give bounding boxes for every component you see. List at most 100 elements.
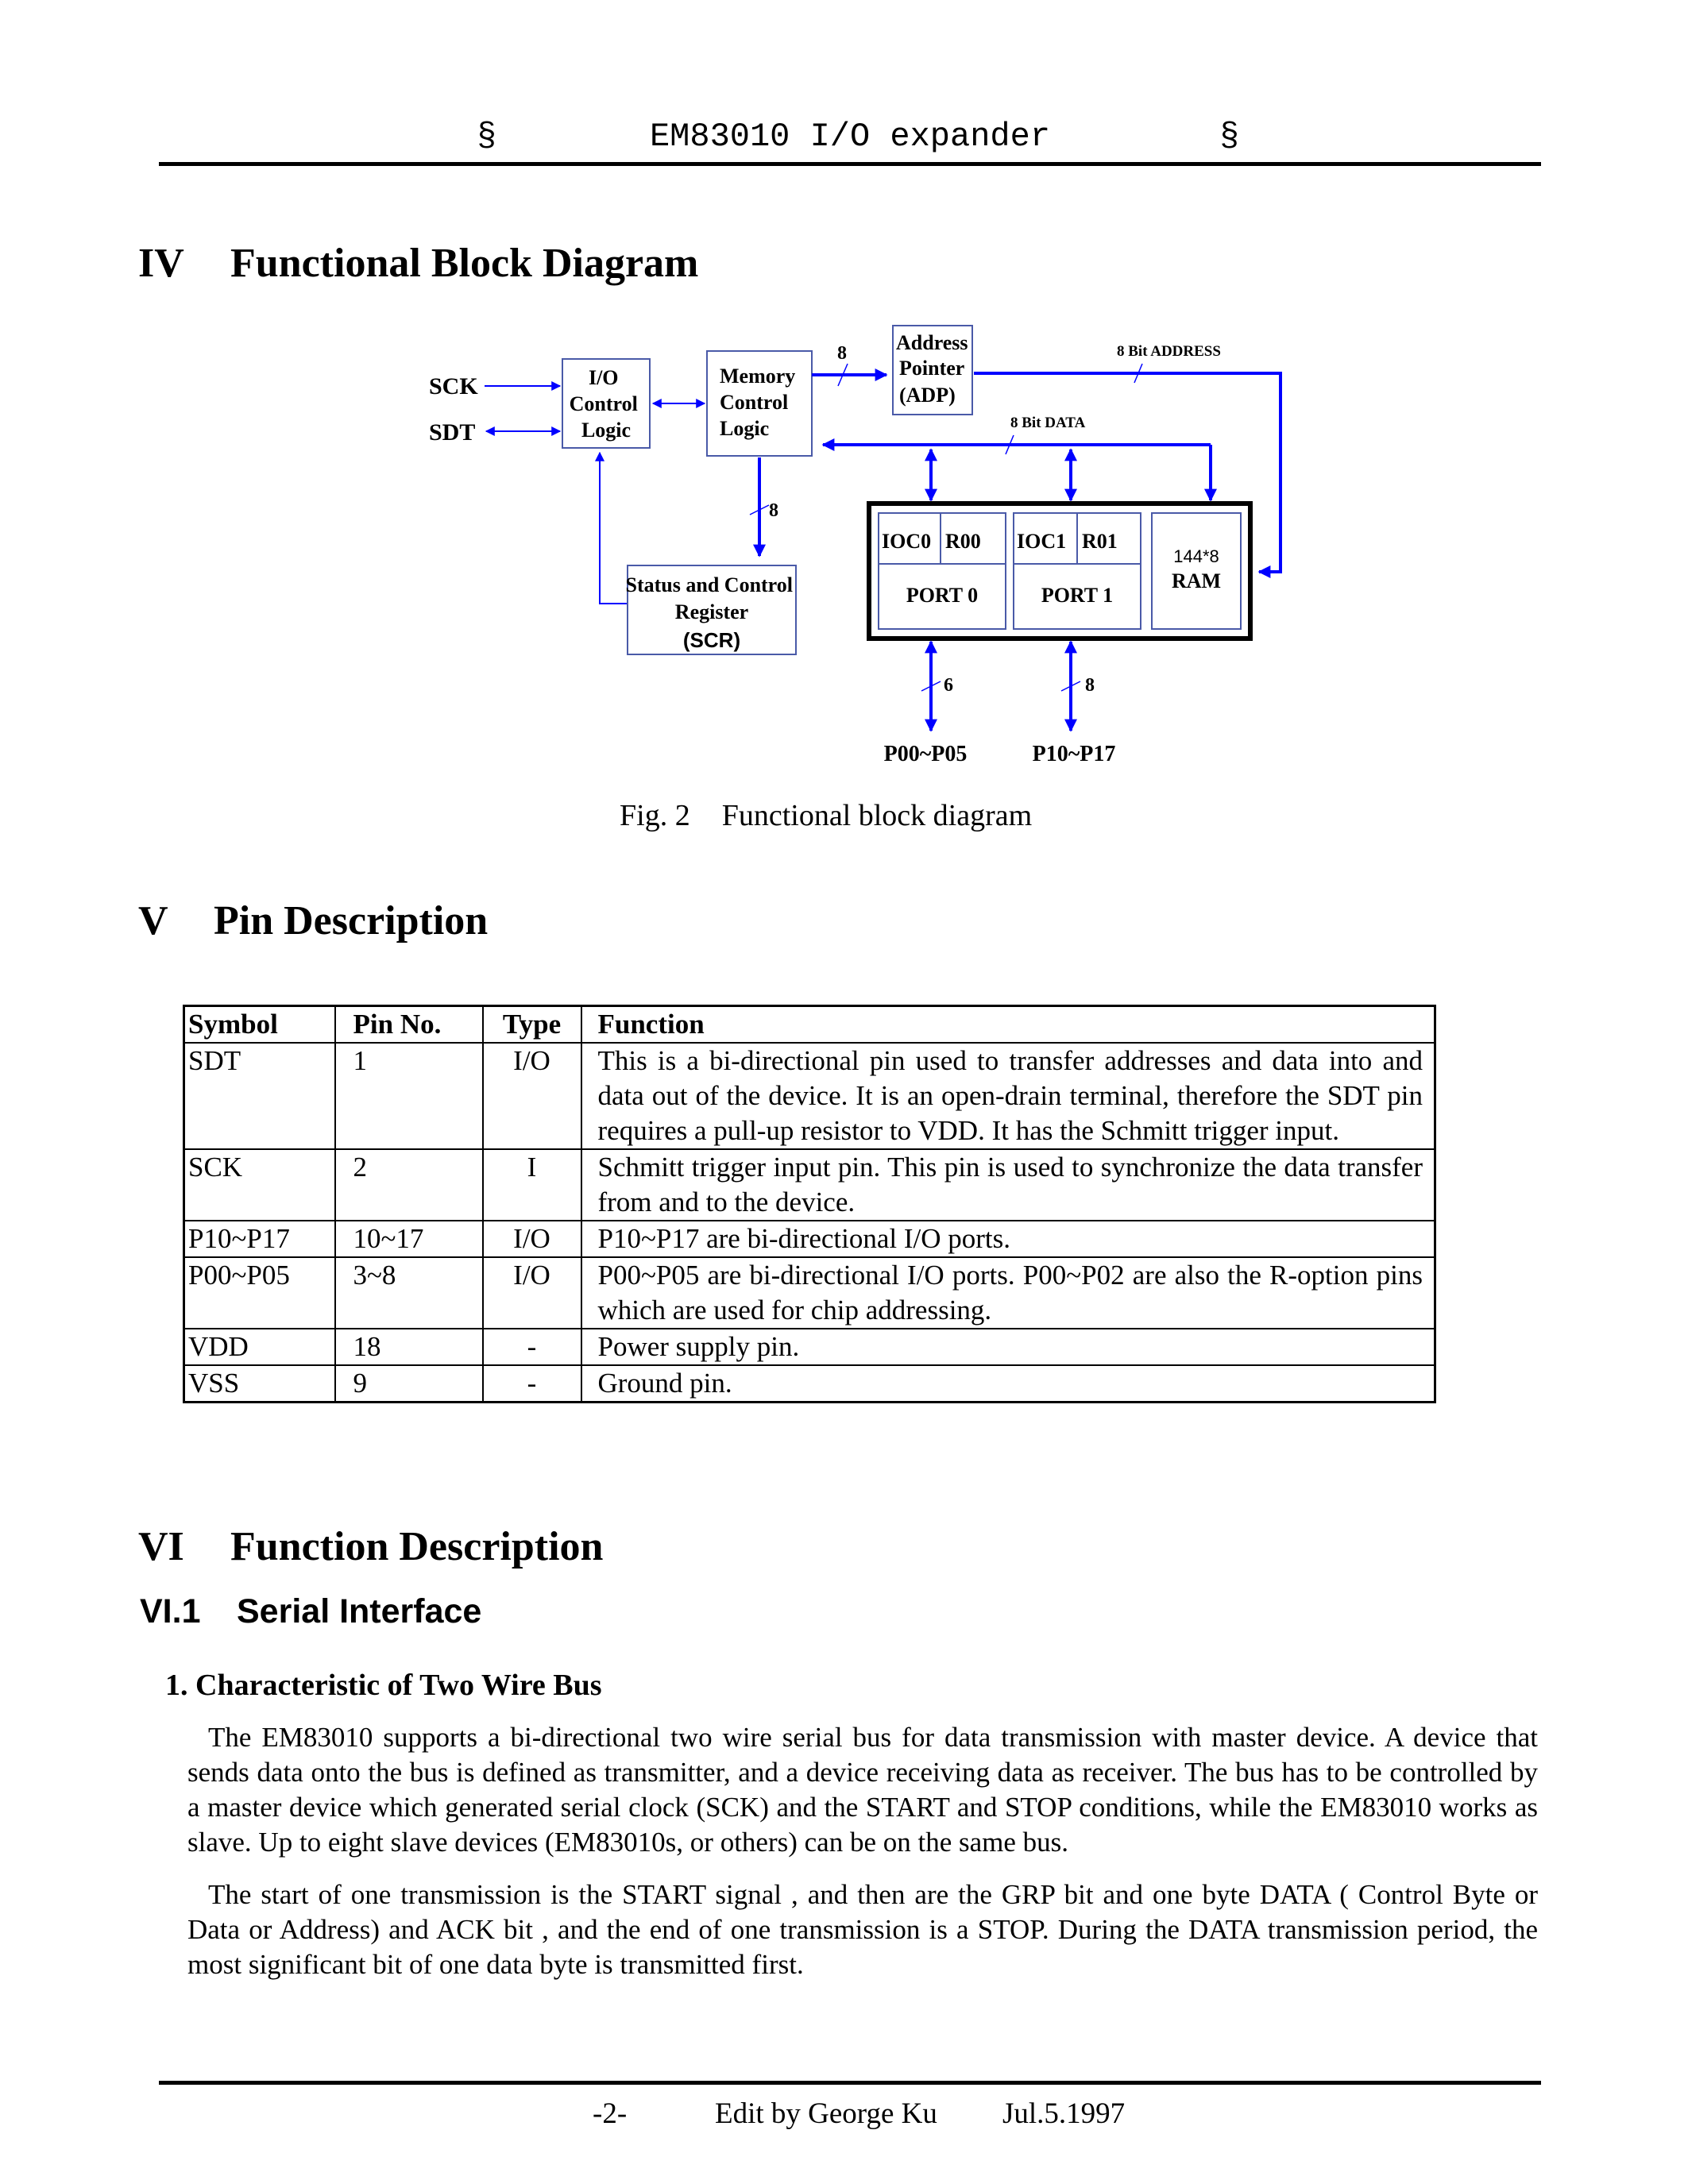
- chip-outline: [867, 501, 1253, 641]
- bus-slash: [749, 504, 770, 515]
- sdt-label: SDT: [429, 419, 475, 446]
- header-symbol-right: §: [1219, 118, 1240, 156]
- cell-symbol: P10~P17: [183, 1220, 336, 1258]
- cell-type: I: [481, 1148, 582, 1221]
- ioc0-label: IOC0: [882, 530, 931, 553]
- subsection-number: VI.1: [140, 1592, 201, 1630]
- footer-editor: Edit by George Ku: [715, 2097, 937, 2130]
- scr-line2: Register: [675, 600, 748, 623]
- cell-pin: 3~8: [334, 1256, 484, 1329]
- subsection-title: Serial Interface: [237, 1592, 482, 1630]
- cell-type: -: [481, 1328, 582, 1366]
- cell-pin: 18: [334, 1328, 484, 1366]
- header-rule: [159, 162, 1541, 166]
- table-row: SDT 1 I/O This is a bi-directional pin u…: [183, 1042, 1436, 1150]
- cell-function: Ground pin.: [580, 1364, 1436, 1403]
- bus-slash: [1005, 434, 1014, 455]
- section-title: Functional Block Diagram: [230, 241, 699, 286]
- address-bus-line: [974, 372, 1282, 578]
- header-type: Type: [481, 1005, 582, 1044]
- scr-feedback-line: [595, 451, 628, 604]
- scr-line3: (SCR): [683, 628, 740, 652]
- cell-symbol: P00~P05: [183, 1256, 336, 1329]
- paragraph: The EM83010 supports a bi-directional tw…: [187, 1722, 1538, 1858]
- mem-logic-line2: Control: [720, 391, 788, 414]
- adp-line3: (ADP): [899, 384, 956, 407]
- cell-pin: 2: [334, 1148, 484, 1221]
- bus-slash: [837, 363, 848, 387]
- p0-pins-label: P00~P05: [884, 742, 968, 766]
- bus-slash: [1134, 363, 1143, 384]
- cell-function: This is a bi-directional pin used to tra…: [580, 1042, 1436, 1150]
- bus-slash: [1060, 681, 1081, 692]
- scr-line1: Status and Control: [626, 573, 793, 596]
- bus-slash: [921, 681, 941, 692]
- header-function: Function: [580, 1005, 1436, 1044]
- table-row: VSS 9 - Ground pin.: [183, 1364, 1436, 1403]
- bus-width-port0: 6: [944, 675, 953, 696]
- section-number: IV: [138, 241, 184, 286]
- cell-pin: 10~17: [334, 1220, 484, 1258]
- port1-label: PORT 1: [1041, 584, 1113, 607]
- memory-control-logic-box: [706, 350, 813, 457]
- svg-text:Status and Control Registe: Status and Control Register: [626, 573, 798, 623]
- cell-function: P00~P05 are bi-directional I/O ports. P0…: [580, 1256, 1436, 1329]
- ram-size-label: 144*8: [1173, 546, 1219, 566]
- section-heading-iv: IV Functional Block Diagram: [138, 240, 698, 287]
- adp-line1: Address: [896, 331, 968, 354]
- port0-label: PORT 0: [906, 584, 978, 607]
- cell-function: P10~P17 are bi-directional I/O ports.: [580, 1220, 1436, 1258]
- status-control-register-box: [627, 565, 797, 655]
- figure-label: Fig. 2: [620, 799, 690, 832]
- section-heading-vi: VI Function Description: [138, 1523, 603, 1570]
- page-header: § EM83010 I/O expander §: [159, 111, 1541, 167]
- table-header-row: Symbol Pin No. Type Function: [183, 1005, 1436, 1044]
- address-pointer-box: [892, 325, 973, 415]
- footer-rule: [159, 2081, 1541, 2085]
- data-bus-label: 8 Bit DATA: [1010, 415, 1086, 431]
- cell-symbol: VSS: [183, 1364, 336, 1403]
- sck-label: SCK: [429, 373, 478, 399]
- subsection-heading-vi-1: VI.1 Serial Interface: [140, 1592, 481, 1631]
- header-title: EM83010 I/O expander: [649, 118, 1051, 156]
- r01-label: R01: [1082, 530, 1118, 553]
- bus-width-scr: 8: [769, 500, 778, 521]
- ioc1-label: IOC1: [1017, 530, 1066, 553]
- ram-block: [1151, 512, 1242, 630]
- bus-width-adp: 8: [837, 343, 847, 364]
- svg-text:Memory Control Logic: Memory Control Logic: [720, 365, 801, 440]
- section-heading-v: V Pin Description: [138, 897, 488, 944]
- header-pin-no: Pin No.: [334, 1005, 484, 1044]
- ram-label: RAM: [1172, 569, 1221, 592]
- io-control-logic-box: [562, 358, 651, 449]
- cell-pin: 9: [334, 1364, 484, 1403]
- section-number: V: [138, 898, 168, 943]
- section-title: Pin Description: [214, 898, 489, 943]
- header-symbol: Symbol: [183, 1005, 336, 1044]
- table-row: VDD 18 - Power supply pin.: [183, 1328, 1436, 1366]
- cell-symbol: VDD: [183, 1328, 336, 1366]
- port0-block: [878, 512, 1006, 630]
- table-row: P00~P05 3~8 I/O P00~P05 are bi-direction…: [183, 1256, 1436, 1329]
- paragraph: The start of one transmission is the STA…: [187, 1879, 1538, 1980]
- section-title: Function Description: [230, 1524, 604, 1569]
- cell-function: Schmitt trigger input pin. This pin is u…: [580, 1148, 1436, 1221]
- p1-pins-label: P10~P17: [1033, 742, 1116, 766]
- cell-type: -: [481, 1364, 582, 1403]
- cell-pin: 1: [334, 1042, 484, 1150]
- section-number: VI: [138, 1524, 184, 1569]
- cell-type: I/O: [481, 1042, 582, 1150]
- svg-text:I/O Control Logic: I/O Control Logic: [570, 366, 643, 442]
- functional-block-diagram: SCK SDT I/O Control Logic Memory Control…: [429, 325, 1282, 766]
- cell-function: Power supply pin.: [580, 1328, 1436, 1366]
- item-heading: 1. Characteristic of Two Wire Bus: [165, 1669, 602, 1702]
- adp-line2: Pointer: [899, 357, 964, 380]
- io-logic-line3: Logic: [581, 419, 631, 442]
- io-logic-line1: I/O: [589, 366, 619, 389]
- svg-text:Address Pointer (ADP): Address Pointer (ADP): [896, 331, 973, 407]
- r00-label: R00: [945, 530, 981, 553]
- address-bus-label: 8 Bit ADDRESS: [1117, 343, 1221, 360]
- page-number: -2-: [593, 2097, 628, 2130]
- pin-description-table: Symbol Pin No. Type Function SDT 1 I/O T…: [183, 1005, 1436, 1403]
- cell-type: I/O: [481, 1256, 582, 1329]
